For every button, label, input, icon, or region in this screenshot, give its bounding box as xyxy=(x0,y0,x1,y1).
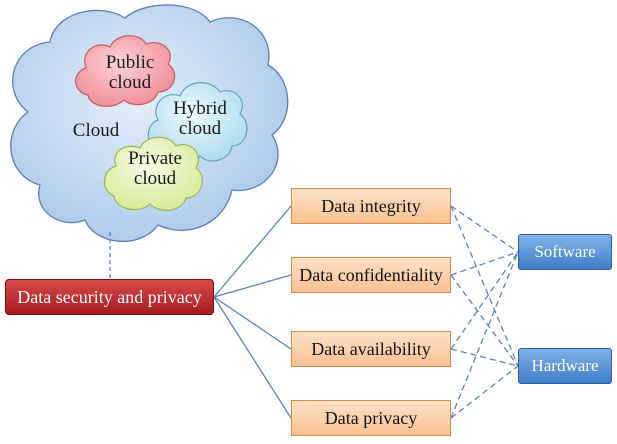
layer-box-hardware: Hardware xyxy=(518,348,612,384)
root-label: Data security and privacy xyxy=(17,286,202,307)
root-connector xyxy=(213,205,292,298)
public-cloud-line1: Public xyxy=(105,52,155,73)
layer-connector xyxy=(450,251,519,276)
main-cloud-label: Cloud xyxy=(72,120,120,141)
root-connector xyxy=(213,296,292,419)
layer-connector xyxy=(450,205,519,367)
private-cloud-line1: Private xyxy=(128,148,182,169)
hybrid-cloud-line2: cloud xyxy=(178,117,222,139)
aspect-label: Data integrity xyxy=(321,195,421,216)
root-connectors xyxy=(213,205,292,419)
aspect-label: Data confidentiality xyxy=(299,264,443,285)
main-cloud-shape xyxy=(10,4,289,243)
private-cloud-line2: cloud xyxy=(133,167,177,189)
aspect-box-availability: Data availability xyxy=(291,331,451,367)
aspect-box-confidentiality: Data confidentiality xyxy=(291,257,451,293)
layer-box-software: Software xyxy=(518,234,612,270)
public-cloud-label: Public cloud xyxy=(96,53,164,93)
layer-connector xyxy=(450,274,519,367)
private-cloud-label: Private cloud xyxy=(118,149,192,189)
hybrid-cloud-label: Hybrid cloud xyxy=(164,99,236,139)
private-cloud-shape xyxy=(103,136,203,211)
layer-connector xyxy=(450,348,519,367)
hybrid-cloud-line1: Hybrid xyxy=(173,98,227,119)
layer-connector xyxy=(450,251,519,419)
layer-label: Software xyxy=(534,242,596,261)
root-connector xyxy=(213,296,292,350)
root-connector xyxy=(213,274,292,298)
layer-label: Hardware xyxy=(531,356,599,375)
public-cloud-shape xyxy=(75,35,176,107)
public-cloud-line2: cloud xyxy=(108,71,152,93)
aspect-label: Data availability xyxy=(311,338,431,359)
aspect-label: Data privacy xyxy=(324,407,418,428)
root-box: Data security and privacy xyxy=(5,279,214,315)
layer-connector xyxy=(450,205,519,253)
aspect-box-integrity: Data integrity xyxy=(291,188,451,224)
layer-connectors xyxy=(450,205,519,419)
layer-connector xyxy=(450,365,519,419)
aspect-box-privacy: Data privacy xyxy=(291,400,451,436)
